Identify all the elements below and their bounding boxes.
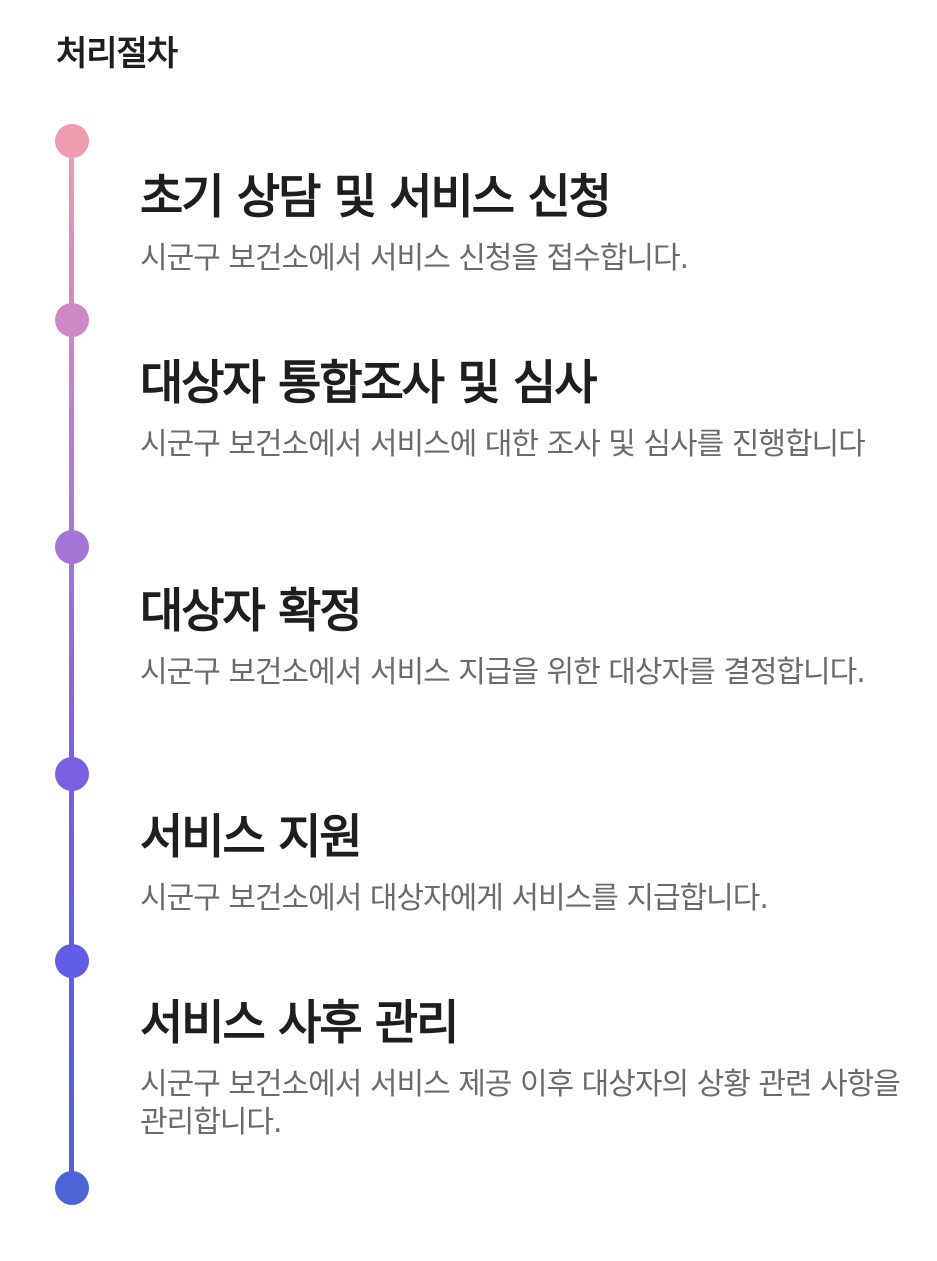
step-title: 초기 상담 및 서비스 신청 <box>140 170 612 225</box>
step-item: 대상자 통합조사 및 심사 시군구 보건소에서 서비스에 대한 조사 및 심사를… <box>140 354 900 464</box>
timeline-dot <box>55 124 89 158</box>
step-item: 서비스 지원 시군구 보건소에서 대상자에게 서비스를 지급합니다. <box>140 808 900 918</box>
timeline-dot <box>55 303 89 337</box>
timeline-dot <box>55 1171 89 1205</box>
step-description: 시군구 보건소에서 서비스에 대한 조사 및 심사를 진행합니다 <box>140 427 866 462</box>
step-description: 시군구 보건소에서 서비스 신청을 접수합니다. <box>140 241 689 276</box>
step-description: 시군구 보건소에서 대상자에게 서비스를 지급합니다. <box>140 881 769 916</box>
step-description: 시군구 보건소에서 서비스 제공 이후 대상자의 상황 관련 사항을 관리합니다… <box>140 1067 901 1140</box>
step-item: 서비스 사후 관리 시군구 보건소에서 서비스 제공 이후 대상자의 상황 관련… <box>140 994 901 1142</box>
timeline-dot <box>55 944 89 978</box>
timeline-dot <box>55 757 89 791</box>
step-title: 대상자 확정 <box>140 584 363 639</box>
step-description: 시군구 보건소에서 서비스 지급을 위한 대상자를 결정합니다. <box>140 655 866 690</box>
step-title: 대상자 통합조사 및 심사 <box>140 356 598 411</box>
step-title: 서비스 사후 관리 <box>140 996 459 1051</box>
step-title: 서비스 지원 <box>140 810 363 865</box>
timeline-dot <box>55 530 89 564</box>
timeline-line <box>69 141 74 1189</box>
step-item: 대상자 확정 시군구 보건소에서 서비스 지급을 위한 대상자를 결정합니다. <box>140 582 900 692</box>
page-title: 처리절차 <box>56 34 178 74</box>
step-item: 초기 상담 및 서비스 신청 시군구 보건소에서 서비스 신청을 접수합니다. <box>140 168 900 278</box>
